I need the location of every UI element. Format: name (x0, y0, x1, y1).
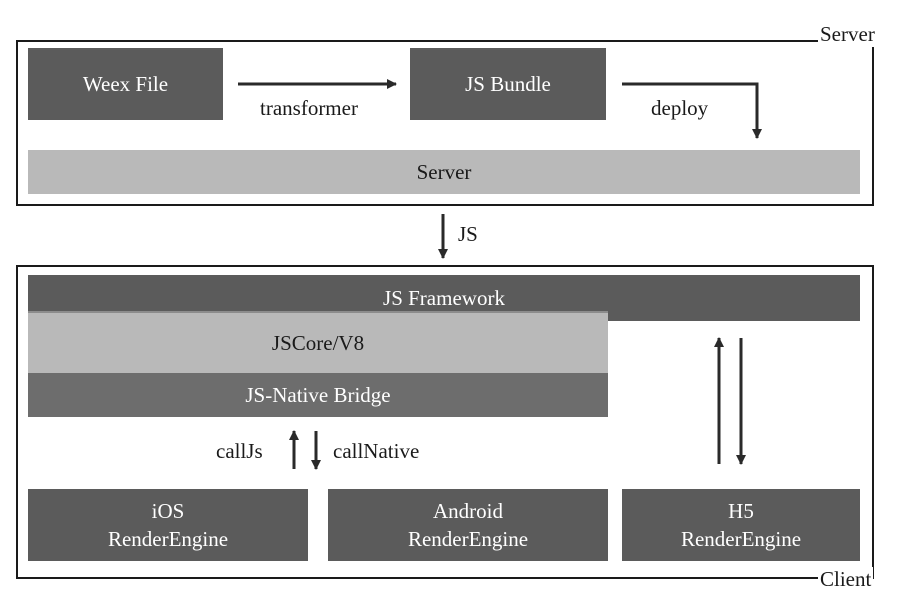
js-transfer-label: JS (458, 222, 478, 246)
h5-line2: RenderEngine (680, 527, 802, 551)
android-line1: Android (433, 499, 503, 523)
android-line2: RenderEngine (407, 527, 529, 551)
calljs-label: callJs (216, 439, 263, 463)
ios-line2: RenderEngine (107, 527, 229, 551)
callnative-label: callNative (333, 439, 420, 463)
h5-render-engine: H5 RenderEngine (622, 489, 860, 561)
server-zone-label: Server (818, 22, 877, 47)
server-frame (16, 40, 874, 206)
transformer-label: transformer (260, 96, 358, 120)
ios-line1: iOS (151, 499, 185, 523)
weex-file-box: Weex File (28, 48, 223, 120)
js-native-bridge-box: JS-Native Bridge (28, 373, 608, 417)
client-zone-label: Client (818, 567, 874, 592)
js-bundle-box: JS Bundle (410, 48, 606, 120)
android-render-engine: Android RenderEngine (328, 489, 608, 561)
server-bar: Server (28, 150, 860, 194)
client-frame (16, 265, 874, 579)
jscore-box: JSCore/V8 (28, 311, 608, 373)
deploy-arrow (622, 82, 762, 139)
ios-render-engine: iOS RenderEngine (28, 489, 308, 561)
h5-line1: H5 (728, 499, 754, 523)
deploy-label: deploy (651, 96, 709, 120)
